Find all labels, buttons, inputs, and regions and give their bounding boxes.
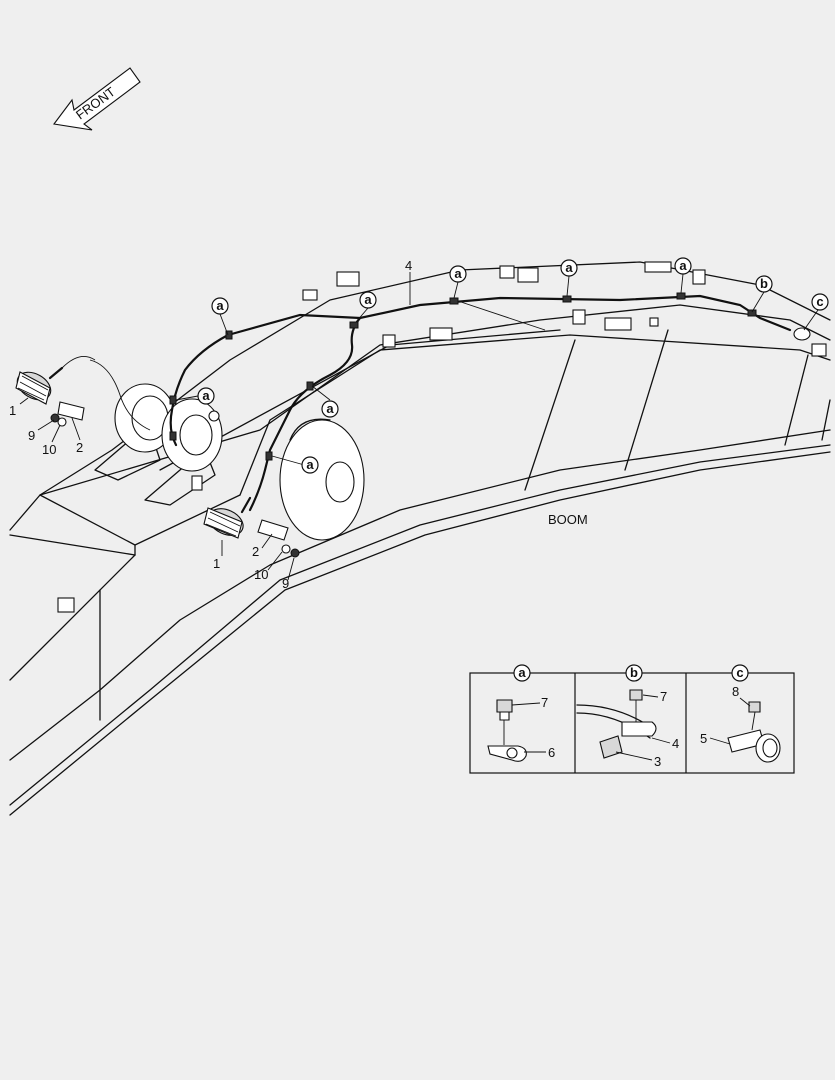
detail-view-b: b 7 4 3 bbox=[576, 664, 679, 769]
harness-clamps bbox=[169, 292, 811, 461]
part-label-2-left: 2 bbox=[76, 440, 83, 455]
svg-text:c: c bbox=[736, 665, 743, 680]
part-label-2-right: 2 bbox=[252, 544, 259, 559]
callout-a-6: a bbox=[197, 387, 215, 405]
part-label-1-left: 1 bbox=[9, 403, 16, 418]
work-light-left bbox=[15, 355, 96, 427]
part-label-10-right: 10 bbox=[254, 567, 268, 582]
svg-text:a: a bbox=[454, 266, 462, 281]
svg-text:a: a bbox=[679, 258, 687, 273]
svg-text:a: a bbox=[202, 388, 210, 403]
callout-a-4: a bbox=[560, 259, 578, 277]
detail-b-part-7: 7 bbox=[660, 689, 667, 704]
svg-text:a: a bbox=[518, 665, 526, 680]
callout-a-1: a bbox=[211, 297, 229, 315]
detail-a-part-6: 6 bbox=[548, 745, 555, 760]
detail-b-part-4: 4 bbox=[672, 736, 679, 751]
mounting-brackets bbox=[57, 261, 827, 613]
svg-text:a: a bbox=[216, 298, 224, 313]
svg-text:b: b bbox=[630, 665, 638, 680]
svg-text:a: a bbox=[565, 260, 573, 275]
part-labels-main: 4 1 2 9 10 1 2 10 9 bbox=[9, 258, 412, 591]
callout-c-1: c bbox=[811, 293, 829, 311]
part-label-1-right: 1 bbox=[213, 556, 220, 571]
detail-b-part-3: 3 bbox=[654, 754, 661, 769]
boom-foot-pivots bbox=[94, 383, 365, 541]
callout-a-2: a bbox=[359, 291, 377, 309]
callout-a-8: a bbox=[301, 456, 319, 474]
work-light-right bbox=[203, 496, 300, 558]
svg-text:b: b bbox=[760, 276, 768, 291]
part-label-4: 4 bbox=[405, 258, 412, 273]
detail-c-part-5: 5 bbox=[700, 731, 707, 746]
part-label-10-left: 10 bbox=[42, 442, 56, 457]
callout-a-3: a bbox=[449, 265, 467, 283]
callout-b-1: b bbox=[755, 275, 773, 293]
svg-text:a: a bbox=[364, 292, 372, 307]
callout-a-7: a bbox=[321, 400, 339, 418]
detail-view-c: c 8 5 bbox=[700, 664, 781, 763]
callout-a-5: a bbox=[674, 257, 692, 275]
detail-c-part-8: 8 bbox=[732, 684, 739, 699]
svg-text:a: a bbox=[306, 457, 314, 472]
detail-views-panel: a 7 6 b 7 4 3 bbox=[469, 664, 795, 774]
svg-text:a: a bbox=[326, 401, 334, 416]
svg-text:c: c bbox=[816, 294, 823, 309]
detail-a-part-7: 7 bbox=[541, 695, 548, 710]
boom-label: BOOM bbox=[548, 512, 588, 527]
detail-view-a: a 7 6 bbox=[487, 664, 555, 762]
part-label-9-right: 9 bbox=[282, 576, 289, 591]
front-direction-arrow: FRONT bbox=[53, 67, 141, 131]
part-label-9-left: 9 bbox=[28, 428, 35, 443]
